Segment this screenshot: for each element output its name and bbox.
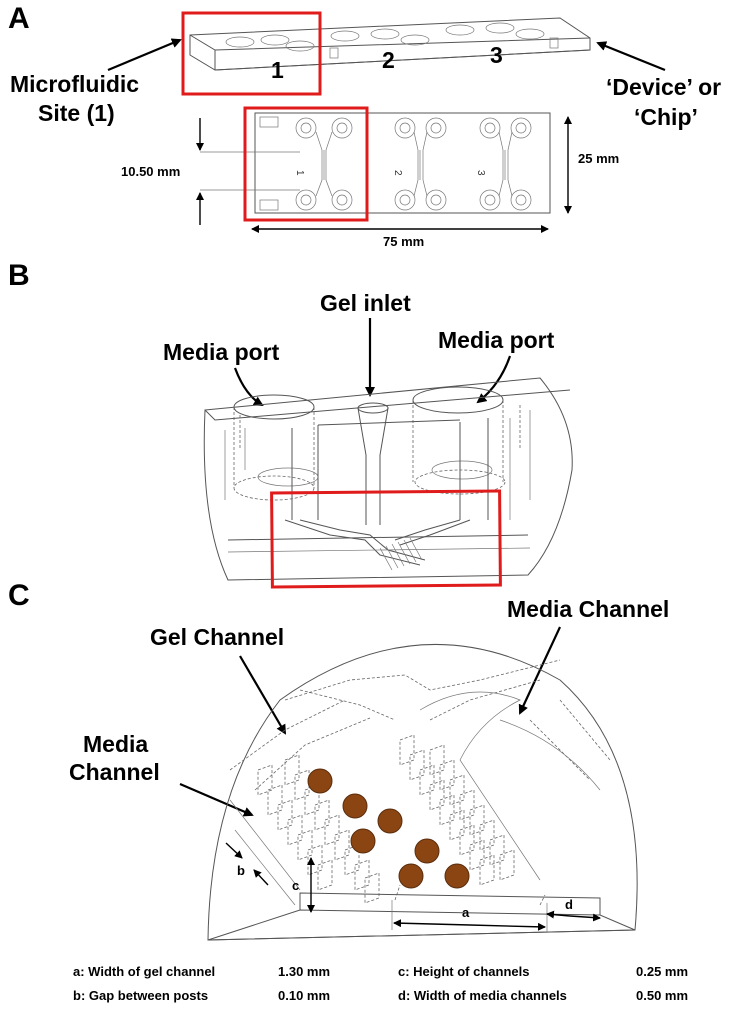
dim-a-arrow-left bbox=[393, 919, 471, 928]
chip-height-label: 25 mm bbox=[578, 151, 619, 166]
gel-channel-label: Gel Channel bbox=[150, 624, 284, 650]
legend-b-label: b: Gap between posts bbox=[73, 988, 209, 1003]
dim-d-arrow-left bbox=[546, 910, 571, 919]
dim-d-arrow-right bbox=[569, 913, 601, 922]
site-highlight-box-top bbox=[243, 106, 369, 222]
chip-site-number-1: 1 bbox=[271, 57, 284, 83]
gel-channel-arrow bbox=[239, 655, 287, 735]
media-channel-left-label-line1: Media bbox=[83, 731, 148, 757]
media-channel-left-arrow bbox=[179, 782, 254, 817]
dim-d-label: d bbox=[565, 897, 573, 912]
legend-a-value: 1.30 mm bbox=[278, 964, 331, 979]
device-label-line1: ‘Device’ or bbox=[606, 74, 721, 100]
microfluidic-site-label-line2: Site (1) bbox=[38, 100, 115, 126]
legend-c-value: 0.25 mm bbox=[636, 964, 689, 979]
dim-a-arrow-right bbox=[469, 922, 546, 931]
media-channel-top-label: Media Channel bbox=[507, 596, 669, 622]
gel-inlet-label: Gel inlet bbox=[320, 290, 411, 316]
legend-d-value: 0.50 mm bbox=[636, 988, 689, 1003]
channel-highlight-box bbox=[270, 489, 502, 589]
microfluidic-site-label-line1: Microfluidic bbox=[10, 71, 139, 97]
chip-site-number-2: 2 bbox=[382, 47, 395, 73]
site-height-label: 10.50 mm bbox=[121, 164, 180, 179]
dim-c-label: c bbox=[292, 878, 299, 893]
chip-site-number-3: 3 bbox=[490, 42, 503, 68]
media-channel-left-label-line2: Channel bbox=[69, 759, 160, 785]
legend-a-label: a: Width of gel channel bbox=[73, 964, 216, 979]
top-view-site-number-1: 1 bbox=[294, 170, 305, 176]
microfluidic-site-arrow bbox=[107, 38, 182, 72]
chip-3d bbox=[189, 17, 591, 71]
media-port-left-label: Media port bbox=[163, 339, 280, 365]
legend-d-label: d: Width of media channels bbox=[398, 988, 567, 1003]
device-label-line2: ‘Chip’ bbox=[634, 104, 698, 130]
device-arrow bbox=[596, 41, 666, 72]
chip-width-label: 75 mm bbox=[383, 234, 424, 249]
dim-b-arrow-top bbox=[225, 842, 243, 859]
media-port-left-arrow bbox=[233, 367, 264, 407]
legend-b-value: 0.10 mm bbox=[278, 988, 331, 1003]
panel-c-label: C bbox=[8, 579, 30, 612]
legend-c-label: c: Height of channels bbox=[398, 964, 530, 979]
dim-b-arrow-bottom bbox=[253, 869, 269, 886]
panel-b-label: B bbox=[8, 259, 30, 292]
dim-b-label: b bbox=[237, 863, 245, 878]
chip-top-view bbox=[200, 112, 551, 214]
channel-closeup bbox=[207, 643, 638, 941]
site-highlight-box-3d bbox=[181, 11, 322, 96]
dim-a-label: a bbox=[462, 905, 470, 920]
media-port-right-label: Media port bbox=[438, 327, 555, 353]
site-cross-section bbox=[203, 377, 573, 581]
top-view-site-number-2: 2 bbox=[392, 170, 403, 176]
panel-a-label: A bbox=[8, 2, 30, 35]
top-view-site-number-3: 3 bbox=[475, 170, 486, 176]
